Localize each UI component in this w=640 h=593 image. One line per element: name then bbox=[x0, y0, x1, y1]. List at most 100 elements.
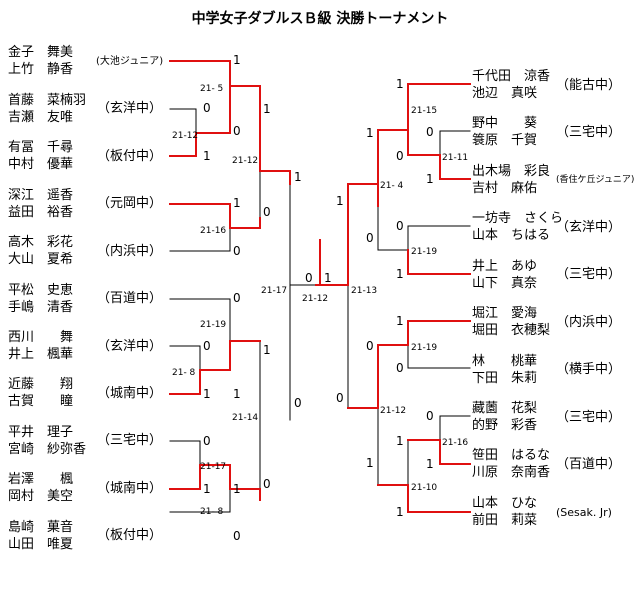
result-digit: 0 bbox=[426, 125, 434, 139]
winner-line bbox=[439, 154, 471, 180]
match-score: 21-12 bbox=[302, 294, 328, 304]
match-score: 21-10 bbox=[411, 483, 437, 493]
winner-line bbox=[169, 132, 197, 157]
winner-line bbox=[377, 129, 409, 207]
match-score: 21- 5 bbox=[200, 84, 223, 94]
result-digit: 0 bbox=[203, 101, 211, 115]
match-score: 21-19 bbox=[200, 320, 226, 330]
match-score: 21-19 bbox=[411, 343, 437, 353]
winner-line bbox=[407, 249, 471, 275]
team-name: 林 桃華 下田 朱莉 bbox=[472, 354, 538, 386]
match-score: 21-11 bbox=[442, 153, 468, 163]
match-score: 21-16 bbox=[200, 226, 226, 236]
page-title: 中学女子ダブルスＢ級 決勝トーナメント bbox=[191, 11, 449, 27]
team-name: 藏薗 花梨 的野 彩香 bbox=[472, 401, 538, 433]
team-club: （板付中） bbox=[97, 528, 163, 543]
result-digit: 1 bbox=[426, 457, 434, 471]
result-digit: 1 bbox=[426, 172, 434, 186]
team-club: （内浜中） bbox=[556, 315, 622, 330]
bracket-line bbox=[407, 225, 471, 251]
result-digit: 1 bbox=[233, 53, 241, 67]
team-club: （能古中） bbox=[556, 78, 622, 93]
result-digit: 0 bbox=[396, 361, 404, 375]
winner-line bbox=[199, 464, 231, 490]
result-digit: 0 bbox=[233, 291, 241, 305]
result-digit: 0 bbox=[233, 244, 241, 258]
bracket-line bbox=[407, 344, 471, 369]
team-name: 有冨 千尋 中村 優華 bbox=[8, 140, 74, 172]
result-digit: 1 bbox=[366, 456, 374, 470]
winner-line bbox=[407, 320, 471, 346]
match-score: 21-17 bbox=[200, 462, 226, 472]
winner-line bbox=[229, 217, 261, 229]
team-club: （玄洋中） bbox=[97, 339, 163, 354]
result-digit: 1 bbox=[233, 196, 241, 210]
team-name: 西川 舞 井上 楓華 bbox=[8, 330, 74, 362]
winner-line bbox=[229, 85, 261, 172]
result-digit: 0 bbox=[294, 396, 302, 410]
result-digit: 0 bbox=[396, 219, 404, 233]
team-club: （城南中） bbox=[97, 481, 163, 496]
team-name: 一坊寺 さくら 山本 ちはる bbox=[472, 211, 564, 243]
winner-line bbox=[229, 488, 261, 501]
result-digit: 1 bbox=[396, 314, 404, 328]
match-score: 21-13 bbox=[351, 286, 377, 296]
result-digit: 1 bbox=[203, 482, 211, 496]
result-digit: 1 bbox=[396, 505, 404, 519]
result-digit: 1 bbox=[396, 434, 404, 448]
winner-line bbox=[169, 203, 231, 229]
team-club: （板付中） bbox=[97, 149, 163, 164]
team-name: 井上 あゆ 山下 真奈 bbox=[472, 259, 538, 291]
team-club: （三宅中） bbox=[556, 267, 622, 282]
result-digit: 1 bbox=[263, 343, 271, 357]
match-score: 21-17 bbox=[261, 286, 287, 296]
winner-line bbox=[195, 85, 231, 134]
result-digit: 0 bbox=[233, 124, 241, 138]
result-digit: 1 bbox=[396, 77, 404, 91]
match-score: 21-12 bbox=[172, 131, 198, 141]
match-score: 21-19 bbox=[411, 247, 437, 257]
team-name: 金子 舞美 上竹 静香 bbox=[8, 45, 74, 77]
result-digit: 0 bbox=[203, 434, 211, 448]
result-digit: 1 bbox=[233, 387, 241, 401]
team-club: （玄洋中） bbox=[556, 220, 622, 235]
result-digit: 0 bbox=[366, 231, 374, 245]
winner-line bbox=[259, 170, 291, 185]
result-digit: 0 bbox=[366, 339, 374, 353]
team-name: 首藤 菜楠羽 吉瀬 友唯 bbox=[8, 93, 87, 125]
team-name: 平井 理子 宮崎 紗弥香 bbox=[8, 425, 87, 457]
result-digit: 1 bbox=[324, 271, 332, 285]
team-name: 高木 彩花 大山 夏希 bbox=[8, 235, 74, 267]
team-club: (大池ジュニア) bbox=[96, 56, 164, 67]
result-digit: 0 bbox=[233, 529, 241, 543]
winner-line bbox=[439, 439, 471, 465]
winner-line bbox=[169, 369, 201, 395]
match-score: 21- 4 bbox=[380, 181, 404, 191]
team-club: （三宅中） bbox=[97, 433, 163, 448]
team-club: （元岡中） bbox=[97, 196, 163, 211]
winner-line bbox=[347, 183, 379, 286]
winner-line bbox=[407, 484, 471, 513]
team-club: （城南中） bbox=[97, 386, 163, 401]
match-score: 21-15 bbox=[411, 106, 437, 116]
result-digit: 1 bbox=[233, 482, 241, 496]
winner-line bbox=[199, 340, 231, 371]
result-digit: 0 bbox=[396, 149, 404, 163]
result-digit: 1 bbox=[366, 126, 374, 140]
team-name: 島崎 菓音 山田 唯夏 bbox=[8, 520, 74, 552]
result-digit: 0 bbox=[263, 477, 271, 491]
match-score: 21-12 bbox=[232, 156, 258, 166]
team-name: 笹田 はるな 川原 奈南香 bbox=[472, 448, 551, 480]
team-name: 岩澤 楓 岡村 美空 bbox=[8, 472, 74, 504]
team-name: 山本 ひな 前田 莉菜 bbox=[472, 496, 538, 528]
team-name: 野中 葵 簑原 千賀 bbox=[472, 116, 538, 148]
team-club: （三宅中） bbox=[556, 125, 622, 140]
team-club: （内浜中） bbox=[97, 244, 163, 259]
team-name: 深江 遥香 益田 裕香 bbox=[8, 188, 74, 220]
match-score: 21-14 bbox=[232, 413, 258, 423]
team-club: （三宅中） bbox=[556, 410, 622, 425]
bracket-line bbox=[439, 415, 471, 441]
match-score: 21- 8 bbox=[172, 368, 196, 378]
team-club: （横手中） bbox=[556, 362, 622, 377]
